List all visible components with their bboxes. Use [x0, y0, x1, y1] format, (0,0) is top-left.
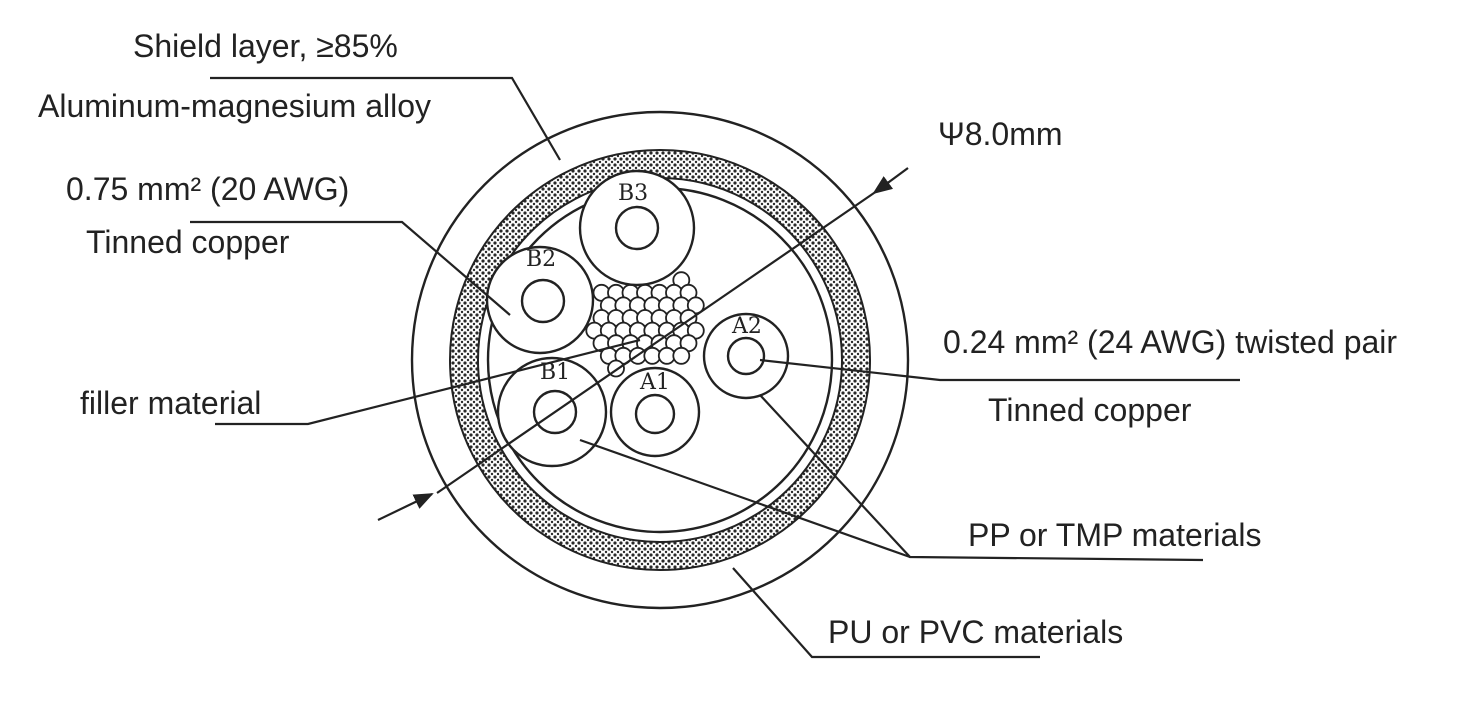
- core-a1: A1: [609, 366, 701, 458]
- diameter-arrow-lower: [377, 493, 434, 521]
- core-b3-label: B3: [618, 181, 648, 206]
- label-pair-line2: Tinned copper: [988, 392, 1192, 428]
- core-b3: B3: [578, 169, 696, 287]
- filler-strand-bundle: [585, 271, 705, 378]
- label-jacket: PU or PVC materials: [828, 614, 1123, 650]
- label-conductor-line1: 0.75 mm² (20 AWG): [66, 171, 349, 207]
- filler-strand: [657, 346, 676, 365]
- leader-insulation-a2: [759, 394, 1204, 562]
- label-diameter: Ψ8.0mm: [938, 116, 1063, 152]
- core-b2: B2: [485, 245, 595, 355]
- label-insulation: PP or TMP materials: [968, 517, 1261, 553]
- core-a2-label: A2: [731, 314, 762, 339]
- leader-insulation-b1: [579, 438, 911, 559]
- core-a1-label: A1: [639, 370, 670, 395]
- label-filler: filler material: [80, 385, 261, 421]
- core-a1-conductor: [634, 393, 676, 435]
- core-a2: A2: [702, 312, 790, 400]
- leader-filler: [215, 338, 641, 426]
- label-shield-line2: Aluminum-magnesium alloy: [38, 88, 431, 124]
- leader-jacket: [732, 567, 1040, 659]
- label-shield-line1: Shield layer, ≥85%: [133, 28, 398, 64]
- filler-strand: [672, 346, 691, 365]
- label-pair-line1: 0.24 mm² (24 AWG) twisted pair: [943, 324, 1397, 360]
- label-conductor-line2: Tinned copper: [86, 224, 290, 260]
- leader-conductor: [190, 220, 511, 316]
- diameter-dimension-line: [436, 192, 875, 494]
- core-b2-conductor: [520, 278, 566, 324]
- core-a2-conductor: [726, 336, 766, 376]
- diameter-arrow-upper: [872, 167, 909, 195]
- leader-shield: [210, 76, 561, 161]
- core-b3-conductor: [614, 205, 660, 251]
- leader-twisted-pair: [759, 358, 1240, 382]
- core-b2-label: B2: [526, 247, 556, 272]
- core-b1: B1: [496, 356, 608, 468]
